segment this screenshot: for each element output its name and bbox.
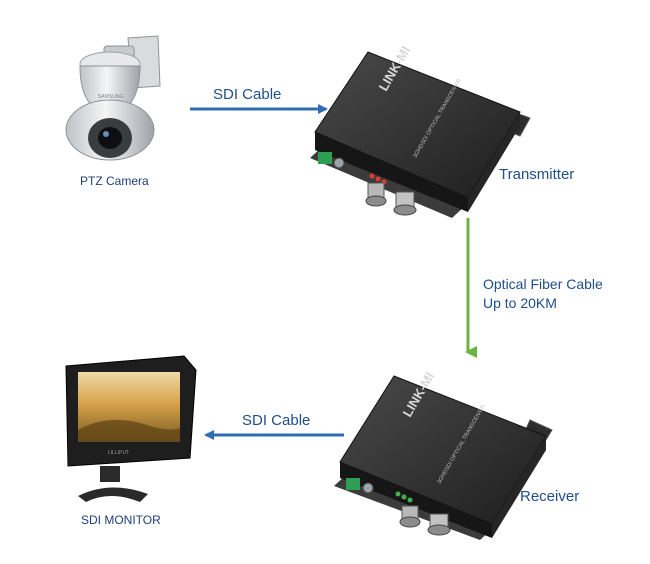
receiver-device: LINK-MI 3GHDSDI OPTICAL TRANSCEIVER [334,369,553,540]
transmitter-label: Transmitter [499,166,575,183]
receiver-bnc-right [427,513,451,536]
monitor-brand-text: LILLIPUT [108,450,129,456]
fiber-label-line2: Up to 20KM [483,295,557,311]
sdi-cable-label-bottom: SDI Cable [242,412,311,429]
transmitter-bnc-right [393,191,417,216]
ptz-camera: SAMSUNG [65,35,161,161]
sdi-monitor-caption: SDI MONITOR [81,513,161,527]
fiber-label-line1: Optical Fiber Cable [483,276,603,292]
sdi-monitor: LILLIPUT [65,355,197,502]
sdi-cable-label-top: SDI Cable [213,86,282,103]
camera-brand-text: SAMSUNG [98,94,123,100]
ptz-camera-caption: PTZ Camera [80,174,149,188]
transmitter-bnc-left [365,182,387,207]
transmitter-device: LINK-MI 3GHDSDI OPTICAL TRANSCEIVER [310,43,531,218]
receiver-bnc-left [399,505,421,528]
receiver-label: Receiver [520,488,580,505]
